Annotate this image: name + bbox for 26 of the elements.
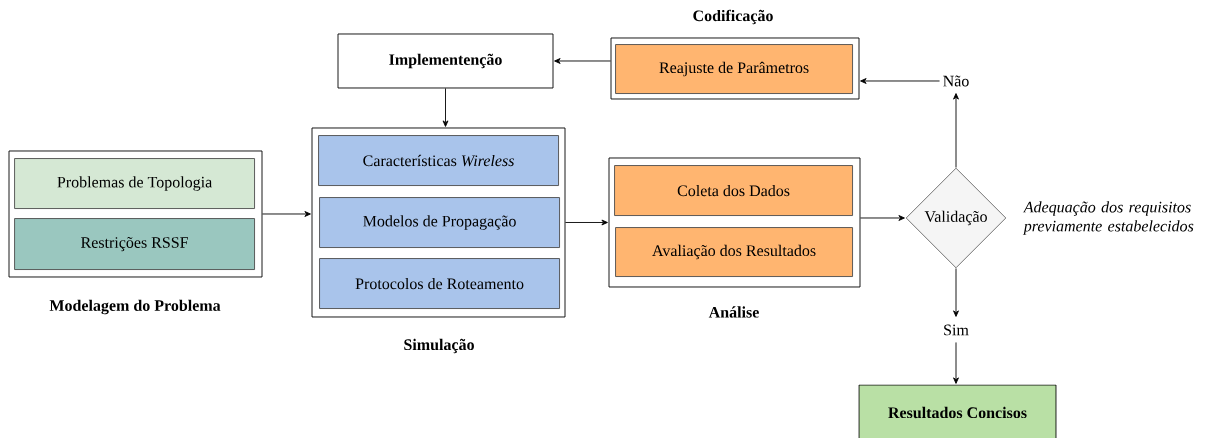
arrow — [442, 88, 449, 127]
arrow — [860, 215, 905, 221]
group-heading: Análise — [708, 306, 759, 318]
process-box: Implementenção — [337, 33, 554, 89]
process-box: Coleta dos Dados — [614, 165, 853, 216]
arrow — [565, 219, 608, 226]
process-box: Características Wireless — [318, 135, 559, 186]
process-box: Resultados Concisos — [858, 384, 1057, 438]
branch-label: Não — [943, 75, 969, 87]
arrow — [262, 211, 311, 217]
group-heading: Simulação — [404, 338, 474, 354]
group-heading: Codificação — [693, 9, 773, 25]
arrow — [860, 78, 940, 84]
process-box: Protocolos de Roteamento — [319, 258, 560, 309]
arrow — [953, 268, 959, 317]
process-box: Reajuste de Parâmetros — [615, 44, 853, 94]
note-text: Adequação dos requisitos previamente estabelecidos — [1022, 201, 1194, 235]
process-box: Restrições RSSF — [14, 218, 255, 270]
group-heading: Modelagem do Problema — [49, 299, 221, 315]
process-box: Modelos de Propagação — [319, 197, 560, 248]
arrow — [953, 93, 959, 168]
process-box: Problemas de Topologia — [14, 158, 255, 209]
arrow — [953, 342, 959, 384]
arrow — [554, 58, 611, 64]
process-box: Avaliação dos Resultados — [615, 227, 853, 277]
branch-label: Sim — [944, 324, 969, 336]
